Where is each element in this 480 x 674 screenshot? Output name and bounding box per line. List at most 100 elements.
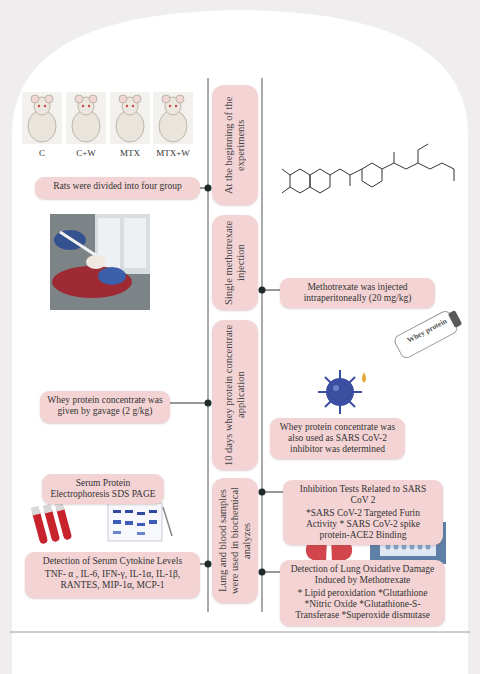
rat-illustration-part bbox=[110, 92, 150, 144]
plate-photo-part bbox=[386, 545, 391, 550]
rat-illustration-part-part bbox=[169, 105, 171, 107]
timeline-connector bbox=[259, 287, 281, 294]
timeline-connector bbox=[200, 561, 212, 568]
box-heading: 10 days whey protein concentrate applica… bbox=[223, 324, 247, 466]
methotrexate-structure-part bbox=[282, 187, 290, 193]
blood-tubes-part bbox=[31, 506, 41, 516]
step-box: Whey protein concentrate was given by ga… bbox=[40, 391, 170, 423]
timeline-dot bbox=[259, 489, 266, 496]
virus-icon-part bbox=[325, 377, 355, 407]
stage-band-box: Single methotrexate injection bbox=[212, 215, 258, 310]
methotrexate-structure-part bbox=[418, 150, 419, 163]
sds-gel-part bbox=[125, 510, 133, 513]
timeline-connector bbox=[200, 185, 212, 192]
stage-band-box: 10 days whey protein concentrate applica… bbox=[212, 320, 258, 470]
injection-photo bbox=[50, 214, 150, 310]
methotrexate-structure-part bbox=[330, 169, 340, 175]
rat-illustration-part bbox=[153, 92, 193, 144]
plate-photo-part bbox=[394, 545, 399, 550]
sds-gel-part bbox=[113, 510, 121, 513]
sds-gel-part bbox=[137, 532, 145, 535]
rat-illustration-part-part bbox=[126, 105, 128, 107]
box-heading: Detection of Lung Oxidative Damage Induc… bbox=[287, 564, 438, 586]
connector-line bbox=[262, 572, 280, 573]
box-body: *SARS CoV-2 Targeted Furin Activity * SA… bbox=[290, 508, 436, 541]
box-heading: Serum Protein Electrophoresis SDS PAGE bbox=[49, 478, 157, 500]
step-box: Rats were divided into four group bbox=[35, 177, 200, 199]
rat-illustration-part-part bbox=[75, 95, 83, 103]
timeline-dot bbox=[259, 569, 266, 576]
sds-gel-part bbox=[149, 520, 157, 524]
drop-icon-part bbox=[362, 372, 366, 383]
box-heading: At the beginning of the experiments bbox=[223, 89, 247, 201]
group-label: MTX+W bbox=[153, 148, 193, 158]
box-heading: Lung and blood samples were used in bioc… bbox=[217, 482, 253, 599]
whey-bottle-part bbox=[448, 310, 463, 328]
injection-photo-part bbox=[60, 232, 100, 258]
rat-illustration-part-part bbox=[44, 105, 46, 107]
methotrexate-structure-part bbox=[430, 163, 442, 169]
sds-gel-part bbox=[113, 531, 121, 534]
virus-icon-part bbox=[325, 377, 355, 407]
methotrexate-structure bbox=[282, 144, 454, 193]
timeline-band-part bbox=[208, 78, 209, 612]
rat-illustration-part-part bbox=[132, 105, 134, 107]
stage-band-box: Lung and blood samples were used in bioc… bbox=[212, 478, 258, 603]
sds-gel-part bbox=[108, 503, 162, 541]
virus-icon bbox=[318, 370, 362, 414]
rat-illustration-part-part bbox=[88, 105, 90, 107]
plate-photo-part bbox=[402, 545, 407, 550]
box-body: * Lipid peroxidation *Glutathione *Nitri… bbox=[287, 588, 438, 621]
virus-icon-part bbox=[327, 379, 353, 405]
injection-photo-part bbox=[86, 255, 106, 269]
rat-illustration-part-part bbox=[66, 92, 106, 144]
methotrexate-structure-part bbox=[382, 163, 394, 169]
rat-illustration-part-part bbox=[82, 105, 84, 107]
methotrexate-structure-part bbox=[394, 163, 406, 169]
box-heading: Detection of Serum Cytokine Levels bbox=[32, 556, 193, 567]
plate-photo-part bbox=[426, 545, 431, 550]
sds-gel-part bbox=[149, 510, 157, 513]
rat-illustration-part-part bbox=[175, 105, 177, 107]
rat-illustration-part-part bbox=[89, 95, 97, 103]
arch-panel bbox=[12, 10, 468, 674]
box-body: TNF- α , IL-6, IFN-γ, IL-1α, IL-1β, RANT… bbox=[32, 569, 193, 591]
step-box: Methotrexate was injected intraperitonea… bbox=[280, 278, 435, 308]
sds-gel-part bbox=[163, 507, 172, 536]
sds-gel bbox=[108, 503, 172, 541]
sds-gel-part bbox=[137, 512, 145, 515]
injection-photo-part bbox=[50, 214, 150, 310]
rat-illustration-part-part bbox=[22, 92, 62, 144]
methotrexate-structure-part bbox=[282, 169, 290, 175]
bottom-rule bbox=[10, 632, 470, 633]
step-box: Detection of Lung Oxidative Damage Induc… bbox=[280, 560, 445, 626]
rat-illustration-part-part bbox=[119, 95, 127, 103]
box-heading: Rats were divided into four group bbox=[42, 181, 193, 192]
methotrexate-structure-part bbox=[442, 163, 454, 169]
methotrexate-structure-part bbox=[454, 169, 455, 181]
plate-photo-part bbox=[418, 545, 423, 550]
blood-tubes-part bbox=[43, 504, 53, 514]
stage-band-box: At the beginning of the experiments bbox=[212, 85, 258, 205]
connector-line bbox=[200, 564, 208, 565]
rat-illustration-part bbox=[22, 92, 62, 144]
injection-photo-part bbox=[98, 267, 126, 285]
rat-illustration-part bbox=[66, 92, 106, 144]
drop-icon bbox=[362, 372, 366, 383]
timeline-dot bbox=[205, 561, 212, 568]
timeline-band-part bbox=[262, 78, 263, 612]
connector-line bbox=[200, 188, 208, 189]
box-heading: Single methotrexate injection bbox=[223, 219, 247, 306]
rat-illustration-part-part bbox=[110, 92, 150, 144]
rat-illustration-part-part bbox=[153, 92, 193, 144]
rat-illustration-part-part bbox=[31, 95, 39, 103]
box-heading: Inhibition Tests Related to SARS CoV 2 bbox=[290, 484, 436, 506]
sds-gel-part bbox=[113, 520, 121, 524]
timeline-band bbox=[208, 78, 262, 612]
step-box: Inhibition Tests Related to SARS CoV 2*S… bbox=[283, 480, 443, 545]
methotrexate-structure-part bbox=[406, 163, 418, 169]
timeline-connector bbox=[259, 569, 281, 576]
plate-photo-part bbox=[410, 545, 415, 550]
timeline-dot bbox=[205, 185, 212, 192]
